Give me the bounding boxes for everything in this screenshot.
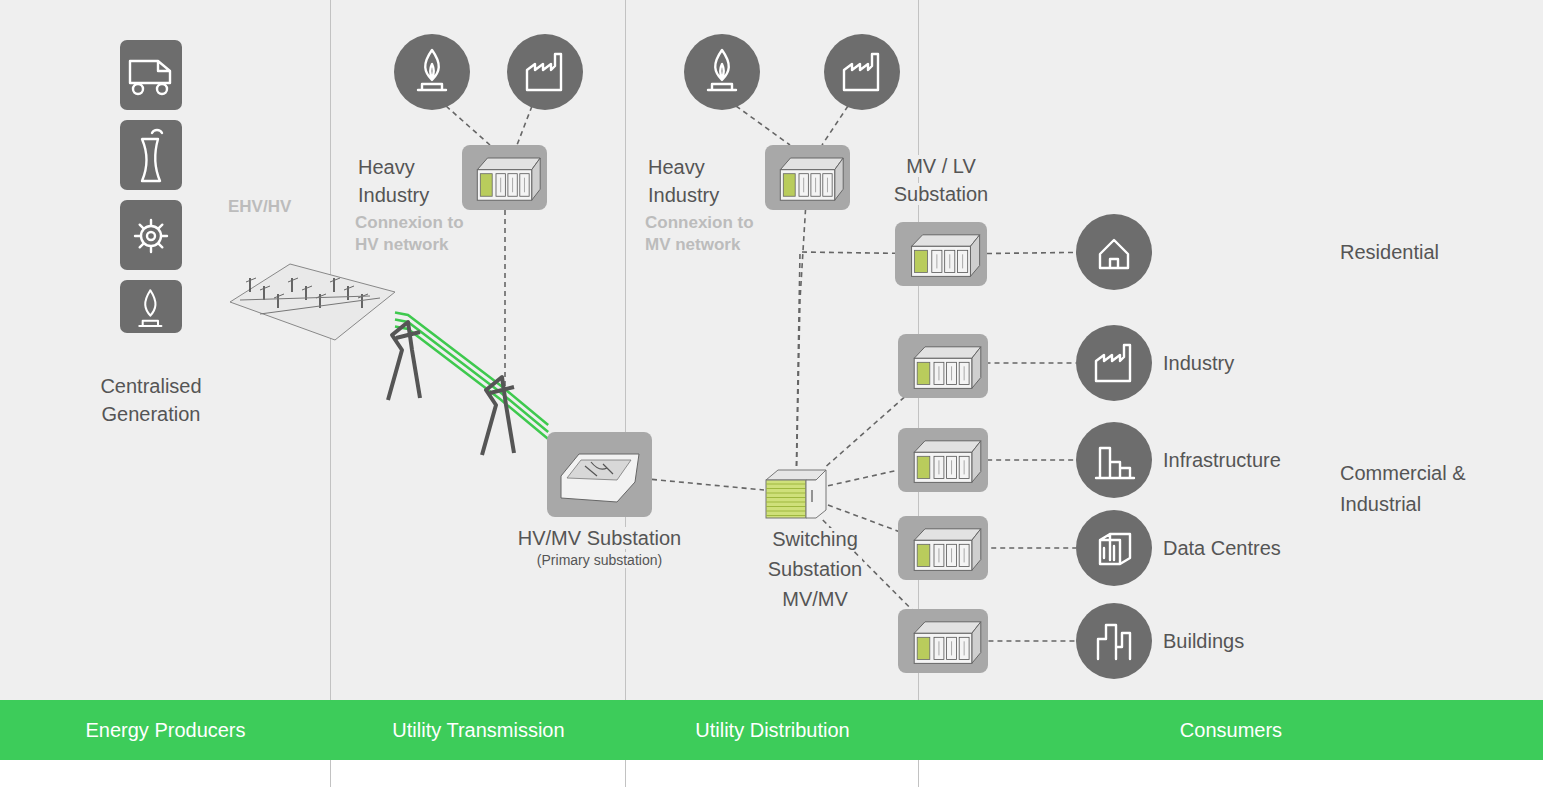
circle-icon [1076,603,1152,679]
label-text: Data Centres [1163,537,1281,559]
consumer-circle: Industry [1076,325,1152,401]
substation-box: Heavy IndustryConnexion to MV network [765,145,850,210]
section-band: Energy Producers [0,700,331,760]
kiosk-icon [462,145,547,210]
circle-icon [1076,510,1152,586]
region-label: Commercial & Industrial [1340,458,1500,520]
node-label: Utility Transmission [331,700,626,760]
circle-icon [1076,325,1152,401]
node-label: Energy Producers [0,700,331,760]
node-label: HV/MV Substation [492,524,707,552]
label-text: Buildings [1163,630,1244,652]
node-label: Heavy Industry [648,153,744,209]
label-text: Utility Transmission [392,718,564,742]
node-label: Data Centres [1163,534,1343,562]
label-text: Commercial & Industrial [1340,462,1466,515]
connector-line [652,479,764,490]
node-label: EHV/HV [228,196,328,218]
kiosk-icon [895,222,987,286]
distribution-cable [652,479,764,490]
connector-line [796,252,895,466]
consumer-substations [898,334,988,673]
circle-icon [1076,422,1152,498]
label-text: Switching Substation MV/MV [768,528,863,610]
distribution-cable [823,520,1076,641]
node-label: Heavy Industry [358,153,454,209]
ehv-icon [230,262,395,347]
node-label: Switching Substation MV/MV [759,524,871,614]
connector-line [827,363,1077,466]
substation-box: MV / LV Substation [895,222,987,286]
generation-group: Centralised Generation [120,40,182,333]
substation-box: Switching Substation MV/MV [764,466,828,520]
gen-icon [120,40,182,333]
primary-icon [547,432,652,517]
label-text: Utility Distribution [695,718,849,742]
node-sublabel: (Primary substation) [492,550,707,570]
consumer-circle: Residential [1076,214,1152,290]
label-text: Heavy Industry [648,156,719,206]
label-text: Industry [1163,352,1234,374]
node-sublabel: Connexion to HV network [355,212,487,256]
label-text: Consumers [1180,718,1282,742]
label-text: Connexion to HV network [355,213,464,254]
section-dividers [331,0,919,787]
distribution-cable [987,252,1076,253]
node-sublabel: Connexion to MV network [645,212,777,256]
background [0,0,1543,700]
label-text: Heavy Industry [358,156,429,206]
node-label: MV / LV Substation [885,152,997,208]
label-text: Connexion to MV network [645,213,754,254]
switch-icon [764,466,828,520]
consumer-circle: Infrastructure [1076,422,1152,498]
connector-line [823,520,1076,641]
node-label: Consumers [919,700,1543,760]
node-label: Utility Distribution [626,700,919,760]
substation-box: Heavy IndustryConnexion to HV network [462,145,547,210]
node-label: Buildings [1163,627,1343,655]
consumer-circle: Buildings [1076,603,1152,679]
section-band: Utility Distribution [626,700,919,760]
section-band: Utility Transmission [331,700,626,760]
section-band: Consumers [919,700,1543,760]
node-label: Industry [1163,349,1343,377]
substation-box: HV/MV Substation(Primary substation) [547,432,652,517]
node-label: Infrastructure [1163,446,1343,474]
node-label: Residential [1340,238,1500,266]
heavy-industry-icons [394,34,900,110]
consumer-circle: Data Centres [1076,510,1152,586]
label-text: Energy Producers [85,718,245,742]
label-text: HV/MV Substation [518,527,681,549]
substation-box: EHV/HV [230,262,395,347]
connector-line [987,252,1076,253]
node-label: Centralised Generation [80,372,222,428]
label-text: MV / LV Substation [894,155,989,205]
label-text: Infrastructure [1163,449,1281,471]
label-text: EHV/HV [228,197,291,216]
kiosk-icon [765,145,850,210]
distribution-cable [827,363,1077,466]
transmission-towers [388,322,514,455]
label-text: Centralised Generation [100,375,201,425]
distribution-cable [796,252,895,466]
label-text: Residential [1340,241,1439,263]
label-text: (Primary substation) [537,552,662,568]
circle-icon [1076,214,1152,290]
